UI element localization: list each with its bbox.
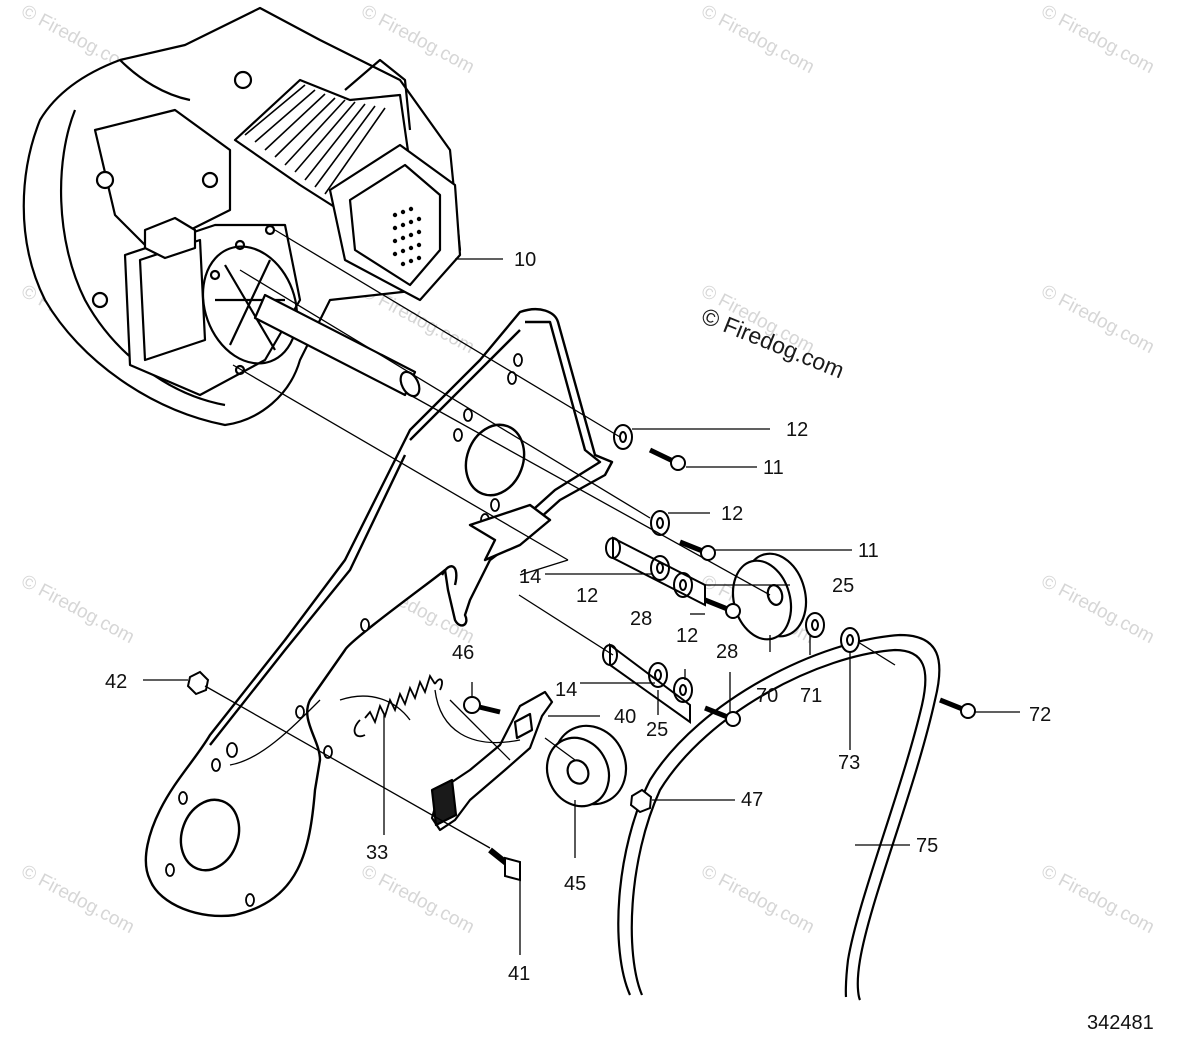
watermark-text: © Firedog.com: [18, 571, 138, 648]
drive-belt: [617, 633, 941, 1001]
watermark-text: © Firedog.com: [358, 1, 478, 78]
watermark-text: © Firedog.com: [698, 861, 818, 938]
mounting-bracket: [144, 308, 614, 918]
callout-40: 40: [614, 706, 636, 728]
watermark-text: © Firedog.com: [1038, 571, 1158, 648]
leader-lines: [143, 229, 1020, 955]
callout-47: 47: [741, 789, 763, 811]
callout-46: 46: [452, 642, 474, 664]
callout-72: 72: [1029, 704, 1051, 726]
callout-11: 11: [858, 540, 879, 562]
callout-14: 14: [519, 566, 541, 588]
callout-12: 12: [721, 503, 743, 525]
callout-45: 45: [564, 873, 586, 895]
watermark-text: © Firedog.com: [698, 1, 818, 78]
idler-arm: [430, 690, 554, 832]
watermark-text: © Firedog.com: [1038, 281, 1158, 358]
callout-11: 11: [763, 457, 784, 479]
callout-73: 73: [838, 752, 860, 774]
callout-28: 28: [630, 608, 652, 630]
callout-25: 25: [646, 719, 668, 741]
callout-41: 41: [508, 963, 530, 985]
callout-12: 12: [576, 585, 598, 607]
callout-12: 12: [676, 625, 698, 647]
callout-33: 33: [366, 842, 388, 864]
hardware-parts: [186, 424, 976, 882]
callout-25: 25: [832, 575, 854, 597]
watermark-text: © Firedog.com: [358, 861, 478, 938]
spring: [353, 673, 443, 738]
watermark-text: © Firedog.com: [1038, 861, 1158, 938]
callout-14: 14: [555, 679, 577, 701]
watermark-text: © Firedog.com: [1038, 1, 1158, 78]
callout-71: 71: [800, 685, 822, 707]
watermark-text: © Firedog.com: [18, 861, 138, 938]
callout-42: 42: [105, 671, 127, 693]
callout-75: 75: [916, 835, 938, 857]
idler-pulley: [545, 724, 628, 808]
callout-10: 10: [514, 249, 536, 271]
engine-illustration: [22, 6, 462, 427]
callout-70: 70: [756, 685, 778, 707]
drive-pulley: [731, 552, 808, 641]
diagram-number: 342481: [1087, 1012, 1154, 1034]
callout-12: 12: [786, 419, 808, 441]
callout-labels: 10 12 11 12 11 14 25 12 28 12 28 14 25 7…: [105, 249, 1051, 985]
callout-28: 28: [716, 641, 738, 663]
